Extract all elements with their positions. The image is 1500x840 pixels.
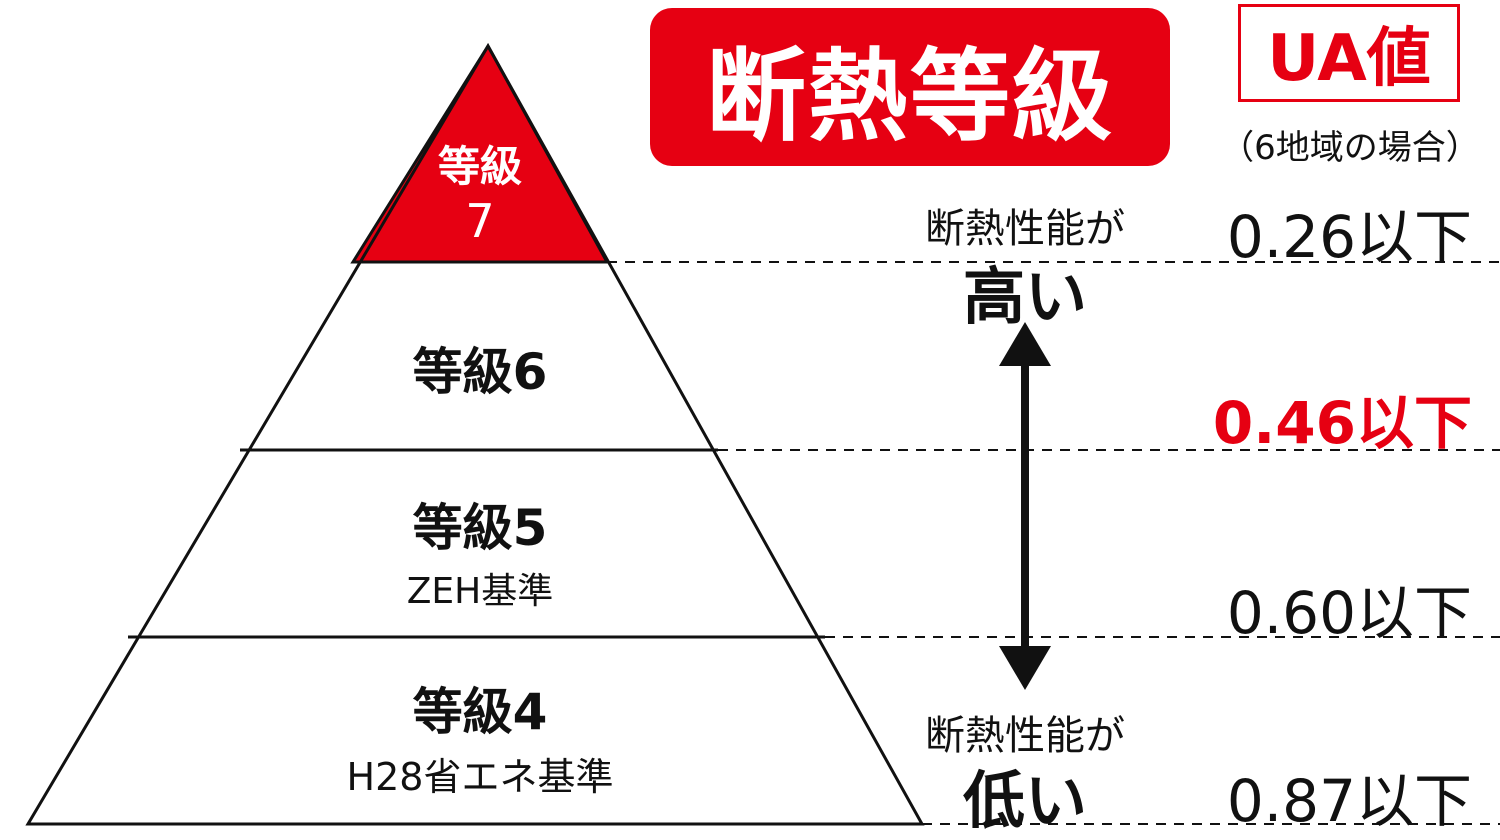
- ua-value-level-4: 0.87以下: [1226, 767, 1472, 835]
- performance-high-caption: 断熱性能が: [925, 206, 1125, 252]
- level-4-sublabel: H28省エネ基準: [346, 755, 614, 799]
- ua-note: （6地域の場合）: [1220, 128, 1480, 168]
- level-4-label: 等級4: [412, 683, 548, 741]
- level-5-sublabel: ZEH基準: [406, 571, 554, 612]
- level-6-label: 等級6: [412, 343, 548, 401]
- ua-header-box: UA値: [1238, 4, 1460, 102]
- level-5-label: 等級5: [412, 499, 548, 557]
- level-7-label: 等級 7: [380, 140, 580, 248]
- pyramid-outline: [25, 42, 925, 826]
- performance-low-label: 低い: [962, 764, 1087, 837]
- ua-label: UA値: [1267, 22, 1431, 96]
- performance-high-label: 高い: [962, 260, 1087, 333]
- title-badge: 断熱等級: [650, 8, 1170, 166]
- ua-value-level-6: 0.46以下: [1212, 389, 1472, 457]
- level-7-number: 7: [465, 194, 495, 248]
- performance-low-caption: 断熱性能が: [925, 713, 1125, 759]
- ua-value-level-7: 0.26以下: [1226, 203, 1472, 271]
- double-arrow-icon: [999, 322, 1051, 690]
- level-7-title: 等級: [437, 142, 522, 191]
- page-title: 断熱等級: [706, 37, 1114, 155]
- ua-value-level-5: 0.60以下: [1226, 579, 1472, 647]
